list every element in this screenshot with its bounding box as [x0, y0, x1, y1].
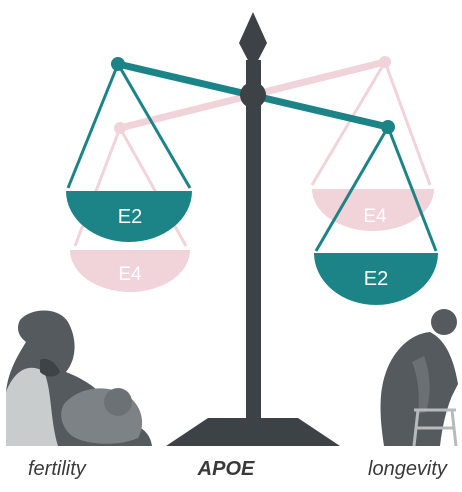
mother-nursing-baby-figure: [6, 310, 152, 446]
front-balance-teal: E2 E2: [66, 57, 438, 305]
caption-longevity: longevity: [368, 458, 447, 480]
mother-shirt: [6, 367, 58, 446]
front-right-chain-a: [314, 126, 390, 252]
back-right-pan: [312, 189, 434, 231]
walker-icon: [412, 408, 458, 447]
elder-arm: [412, 356, 430, 414]
baby-head: [104, 388, 132, 416]
back-balance-pink: E4 E4: [70, 56, 434, 292]
caption-apoe: APOE: [197, 458, 255, 480]
back-left-pan: [70, 250, 190, 292]
front-right-pan: [314, 253, 438, 305]
back-right-pan-label: E4: [363, 206, 387, 227]
center-pivot-hub: [240, 82, 266, 108]
back-left-chain-a: [73, 127, 122, 247]
scale-base: [166, 418, 340, 446]
caption-fertility: fertility: [28, 458, 86, 480]
mother-face: [40, 358, 60, 377]
back-right-chain-b: [383, 61, 432, 186]
front-right-chain-b: [386, 126, 438, 252]
front-left-pan: [66, 191, 192, 242]
elder-head: [431, 309, 457, 335]
scale-stand: [166, 12, 340, 446]
back-right-chain-a: [310, 61, 387, 186]
front-left-chain-a: [66, 63, 120, 189]
front-left-pan-label: E2: [118, 206, 142, 228]
front-left-chain-b: [116, 63, 192, 189]
center-post: [246, 60, 261, 422]
back-left-chain-b: [118, 127, 188, 247]
finial-diamond: [239, 12, 267, 70]
elderly-person-with-walker-figure: [380, 309, 458, 447]
front-right-pan-label: E2: [364, 268, 388, 290]
back-left-pan-label: E4: [118, 264, 142, 285]
